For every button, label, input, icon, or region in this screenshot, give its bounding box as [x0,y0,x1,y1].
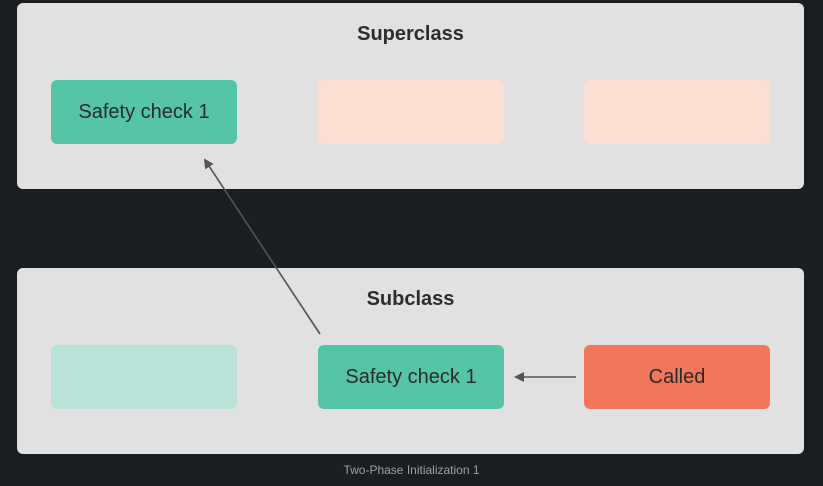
subclass-safety-check-box: Safety check 1 [318,345,504,409]
superclass-empty-box-middle [318,80,504,144]
superclass-title: Superclass [357,23,464,45]
figure-caption: Two-Phase Initialization 1 [343,463,480,477]
superclass-empty-box-right [584,80,770,144]
subclass-safety-check-label: Safety check 1 [345,365,477,388]
subclass-called-box: Called [584,345,770,409]
subclass-panel: Subclass Safety check 1 Called [17,268,804,454]
subclass-title: Subclass [366,288,455,310]
superclass-safety-check-label: Safety check 1 [78,100,210,123]
subclass-empty-box-left [51,345,237,409]
superclass-panel: Superclass Safety check 1 [17,3,804,189]
superclass-safety-check-box: Safety check 1 [51,80,237,144]
subclass-called-label: Called [648,365,706,388]
